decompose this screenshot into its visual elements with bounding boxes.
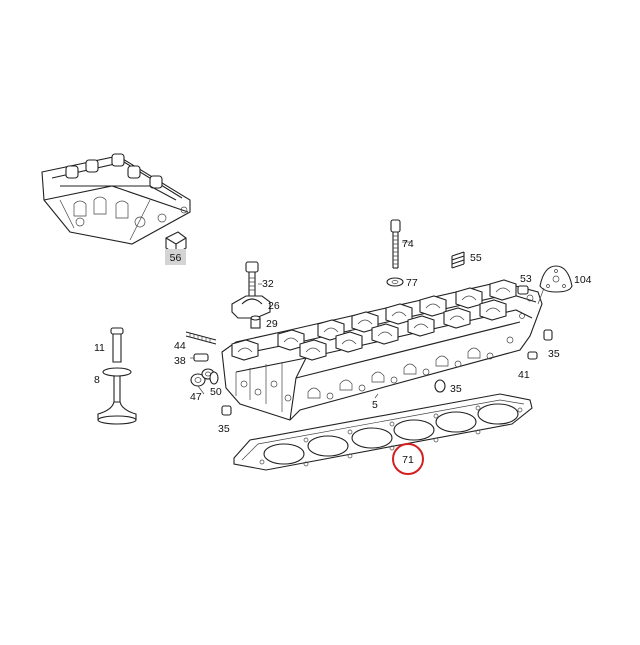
label-50: 50: [210, 386, 222, 398]
part-35-dowel-middle: [434, 379, 446, 393]
label-74: 74: [402, 238, 414, 250]
label-11: 11: [94, 342, 105, 354]
label-38: 38: [174, 355, 186, 367]
part-26-bearing-cap: [231, 295, 271, 319]
label-44: 44: [174, 340, 186, 352]
part-38-pin: [190, 353, 209, 362]
label-35-middle: 35: [450, 383, 462, 395]
part-5-cylinder-head: [221, 279, 543, 421]
part-55-spring: [451, 251, 465, 269]
part-50-ring: [209, 371, 219, 385]
label-5: 5: [372, 399, 378, 411]
inset-cylinder-head: [41, 153, 191, 245]
label-29: 29: [266, 318, 278, 330]
label-41: 41: [518, 369, 530, 381]
part-11-valve-guide: [110, 327, 124, 363]
part-104-cover: [539, 265, 573, 293]
part-35-dowel-left: [221, 405, 232, 416]
part-32-bolt: [245, 261, 259, 296]
label-55: 55: [470, 252, 482, 264]
label-71: 71: [402, 454, 414, 466]
label-8: 8: [94, 374, 100, 386]
label-53: 53: [520, 273, 532, 285]
label-77: 77: [406, 277, 418, 289]
label-56: 56: [170, 252, 182, 264]
label-26: 26: [268, 300, 280, 312]
part-53-plug: [517, 285, 529, 295]
label-35-right: 35: [548, 348, 560, 360]
label-56-box: [165, 249, 186, 265]
part-74-bolt: [390, 219, 401, 269]
part-77-washer: [386, 277, 404, 287]
part-29-sleeve: [250, 315, 261, 329]
part-44-stud: [185, 331, 217, 345]
label-32: 32: [262, 278, 274, 290]
label-104: 104: [574, 274, 592, 286]
part-41-pin: [527, 351, 538, 360]
label-35-left: 35: [218, 423, 230, 435]
label-47: 47: [190, 391, 202, 403]
part-8-valve: [97, 367, 137, 425]
highlight-circle: [392, 443, 424, 475]
part-35-dowel-right: [543, 329, 553, 341]
part-71-head-gasket: [233, 393, 533, 471]
